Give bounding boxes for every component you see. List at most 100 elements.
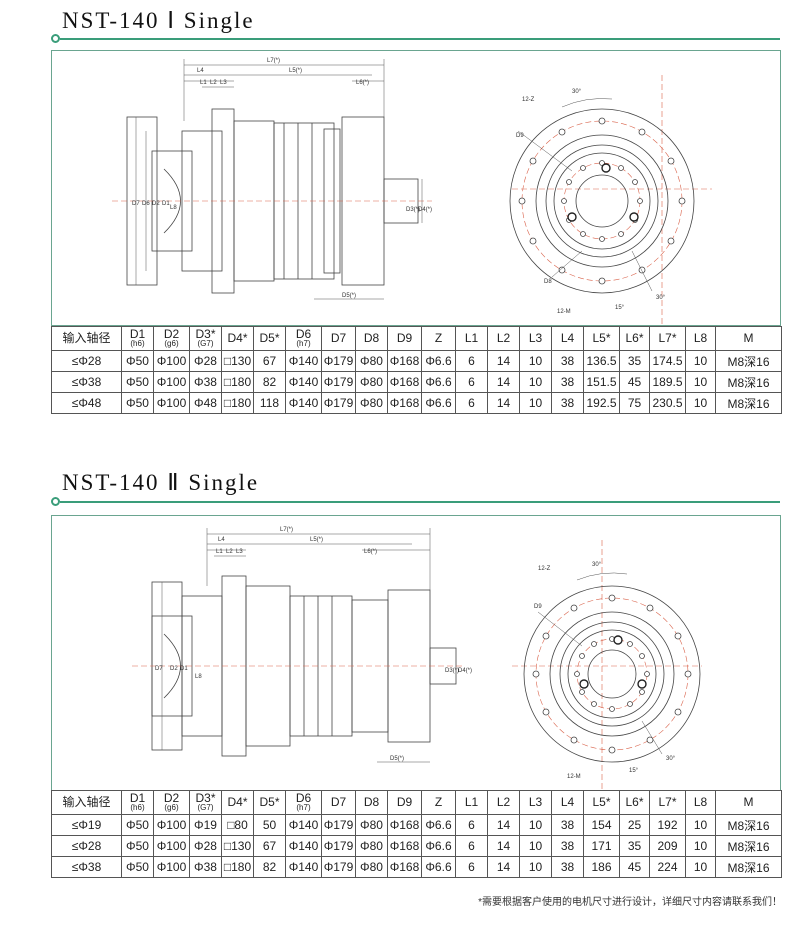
table-cell: □80 xyxy=(221,814,254,836)
table-cell: 45 xyxy=(619,371,650,393)
table-cell: Φ80 xyxy=(355,814,388,836)
table-cell: Φ140 xyxy=(285,392,322,414)
header-cell: D8 xyxy=(355,790,388,815)
table-cell: 38 xyxy=(551,814,584,836)
table-cell: Φ80 xyxy=(355,371,388,393)
section-title-2: NST-140 Ⅱ Single xyxy=(62,470,260,495)
table-cell: ≤Φ28 xyxy=(51,350,122,372)
table-cell: 38 xyxy=(551,371,584,393)
table-cell: M8深16 xyxy=(715,350,782,372)
label-d7: D7 xyxy=(132,201,140,207)
table-cell: 38 xyxy=(551,835,584,857)
header-cell: D7 xyxy=(321,790,356,815)
title-dot-1 xyxy=(51,34,60,43)
table-cell: Φ100 xyxy=(153,371,190,393)
table-cell: Φ179 xyxy=(321,835,356,857)
label-l8: L8 xyxy=(195,674,202,680)
table-cell: Φ80 xyxy=(355,835,388,857)
table-cell: 67 xyxy=(253,835,286,857)
table-cell: 67 xyxy=(253,350,286,372)
table-cell: Φ50 xyxy=(121,835,154,857)
table-cell: Φ168 xyxy=(387,814,422,836)
table-cell: Φ168 xyxy=(387,392,422,414)
table-cell: Φ168 xyxy=(387,350,422,372)
table-cell: 224 xyxy=(649,856,686,878)
table-cell: Φ168 xyxy=(387,856,422,878)
table-cell: M8深16 xyxy=(715,856,782,878)
table-cell: 209 xyxy=(649,835,686,857)
table-cell: Φ140 xyxy=(285,856,322,878)
table-cell: 38 xyxy=(551,350,584,372)
table-cell: 38 xyxy=(551,392,584,414)
label-d3: D3(*) xyxy=(406,207,420,213)
header-cell: L5* xyxy=(583,790,620,815)
table-cell: 189.5 xyxy=(649,371,686,393)
table-header-row: 输入轴径 D1(h6) D2(g6) D3*(G7) D4* D5* D6(h7… xyxy=(51,326,782,351)
table-cell: M8深16 xyxy=(715,814,782,836)
table-cell: 14 xyxy=(487,856,520,878)
table-cell: 38 xyxy=(551,856,584,878)
header-cell: Z xyxy=(421,790,456,815)
header-cell: L4 xyxy=(551,790,584,815)
table-cell: 6 xyxy=(455,856,488,878)
label-d6: D6 xyxy=(142,201,150,207)
header-cell: D4* xyxy=(221,326,254,351)
section-title-1: NST-140 Ⅰ Single xyxy=(62,8,255,33)
header-cell: D9 xyxy=(387,326,422,351)
spec-table-2: 输入轴径 D1(h6) D2(g6) D3*(G7) D4* D5* D6(h7… xyxy=(51,790,782,878)
label-angle30-top: 30° xyxy=(572,89,582,95)
header-cell: D8 xyxy=(355,326,388,351)
header-cell: M xyxy=(715,790,782,815)
technical-drawing-2: L7(*) L5(*) L4 L6(*) L1 L2 L3 L8 D7 D2 D… xyxy=(51,515,781,791)
label-l5: L5(*) xyxy=(310,537,323,543)
table-cell: Φ80 xyxy=(355,350,388,372)
table-cell: Φ6.6 xyxy=(421,392,456,414)
table-cell: Φ100 xyxy=(153,814,190,836)
header-cell: Z xyxy=(421,326,456,351)
table-cell: Φ50 xyxy=(121,856,154,878)
header-cell: D4* xyxy=(221,790,254,815)
label-l6: L6(*) xyxy=(356,80,369,86)
label-l8: L8 xyxy=(170,205,177,211)
table-cell: Φ140 xyxy=(285,350,322,372)
table-cell: 14 xyxy=(487,371,520,393)
table-cell: Φ6.6 xyxy=(421,856,456,878)
header-cell: L5* xyxy=(583,326,620,351)
table-cell: Φ179 xyxy=(321,371,356,393)
table-cell: 35 xyxy=(619,350,650,372)
table-cell: Φ140 xyxy=(285,371,322,393)
table-cell: Φ6.6 xyxy=(421,350,456,372)
drawing-svg-2: L7(*) L5(*) L4 L6(*) L1 L2 L3 L8 D7 D2 D… xyxy=(132,527,702,790)
table-cell: Φ50 xyxy=(121,350,154,372)
table-cell: 151.5 xyxy=(583,371,620,393)
table-cell: ≤Φ38 xyxy=(51,371,122,393)
table-cell: ≤Φ38 xyxy=(51,856,122,878)
table-cell: 10 xyxy=(685,856,716,878)
table-cell: 10 xyxy=(685,350,716,372)
label-angle15: 15° xyxy=(629,768,639,774)
table-cell: 154 xyxy=(583,814,620,836)
table-cell: 171 xyxy=(583,835,620,857)
table-cell: Φ6.6 xyxy=(421,371,456,393)
table-cell: Φ50 xyxy=(121,371,154,393)
label-d3: D3(*) xyxy=(445,668,459,674)
label-d9: D9 xyxy=(534,604,542,610)
label-d5: D5(*) xyxy=(342,293,356,299)
table-cell: Φ140 xyxy=(285,814,322,836)
table-cell: 186 xyxy=(583,856,620,878)
label-m: 12-M xyxy=(567,774,581,780)
label-d1: D1 xyxy=(162,201,170,207)
table-cell: 10 xyxy=(519,835,552,857)
header-cell: D1(h6) xyxy=(121,790,154,815)
table-cell: 6 xyxy=(455,350,488,372)
header-cell: D5* xyxy=(253,790,286,815)
table-cell: ≤Φ48 xyxy=(51,392,122,414)
table-cell: 192 xyxy=(649,814,686,836)
table-cell: Φ100 xyxy=(153,856,190,878)
table-cell: Φ80 xyxy=(355,856,388,878)
table-cell: 45 xyxy=(619,856,650,878)
